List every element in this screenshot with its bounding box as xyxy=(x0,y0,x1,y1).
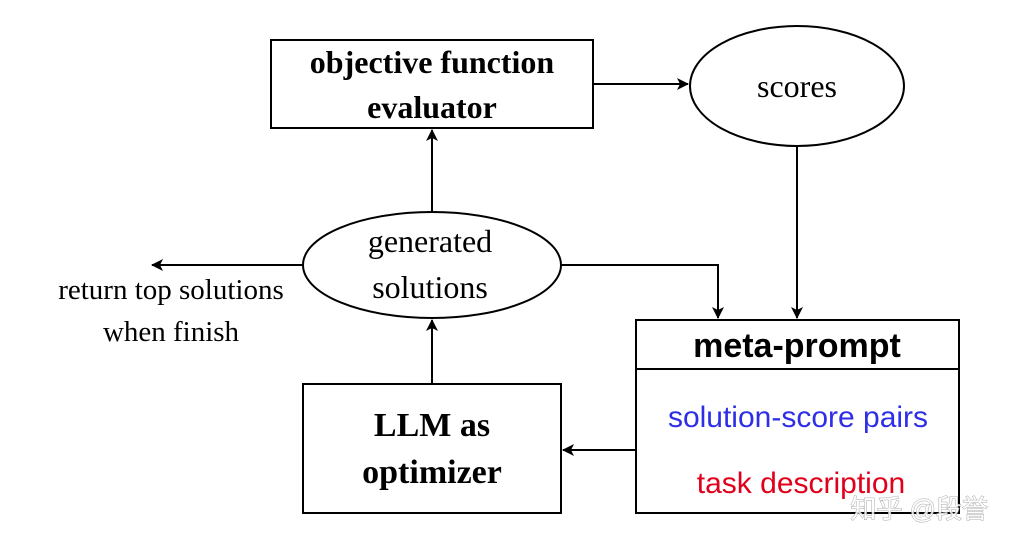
return-note-line2: when finish xyxy=(103,316,240,348)
meta-prompt-box xyxy=(635,319,960,514)
return-note: return top solutions when finish xyxy=(58,274,284,348)
llm-optimizer-line1: LLM as xyxy=(374,407,490,444)
edges xyxy=(151,78,803,456)
return-note-line1: return top solutions xyxy=(58,274,284,306)
llm-optimizer-node: LLM as optimizer xyxy=(302,383,562,514)
evaluator-label-line1: objective function xyxy=(310,44,555,80)
generated-solutions-line1: generated xyxy=(368,223,492,259)
generated-solutions-line2: solutions xyxy=(372,269,488,305)
llm-optimizer-line2: optimizer xyxy=(362,454,502,491)
generated-solutions-node: generated solutions xyxy=(302,211,562,319)
generated-solutions-ellipse xyxy=(302,211,562,319)
scores-node: scores xyxy=(689,25,905,147)
llm-optimizer-box xyxy=(302,383,562,514)
watermark: 知乎 @段誉 xyxy=(850,494,989,525)
meta-prompt-title: meta-prompt xyxy=(693,327,901,365)
task-description-label: task description xyxy=(697,467,905,500)
scores-ellipse xyxy=(689,25,905,147)
scores-label: scores xyxy=(757,68,837,104)
meta-prompt-node: meta-prompt solution-score pairs task de… xyxy=(635,319,960,514)
evaluator-label-line2: evaluator xyxy=(367,89,497,125)
objective-function-evaluator-node: objective function evaluator xyxy=(270,39,594,129)
edge-generated-to-meta-prompt xyxy=(561,264,724,319)
solution-score-pairs-label: solution-score pairs xyxy=(668,401,928,434)
watermark-text: 知乎 @段誉 xyxy=(850,494,988,524)
evaluator-box xyxy=(270,39,594,129)
